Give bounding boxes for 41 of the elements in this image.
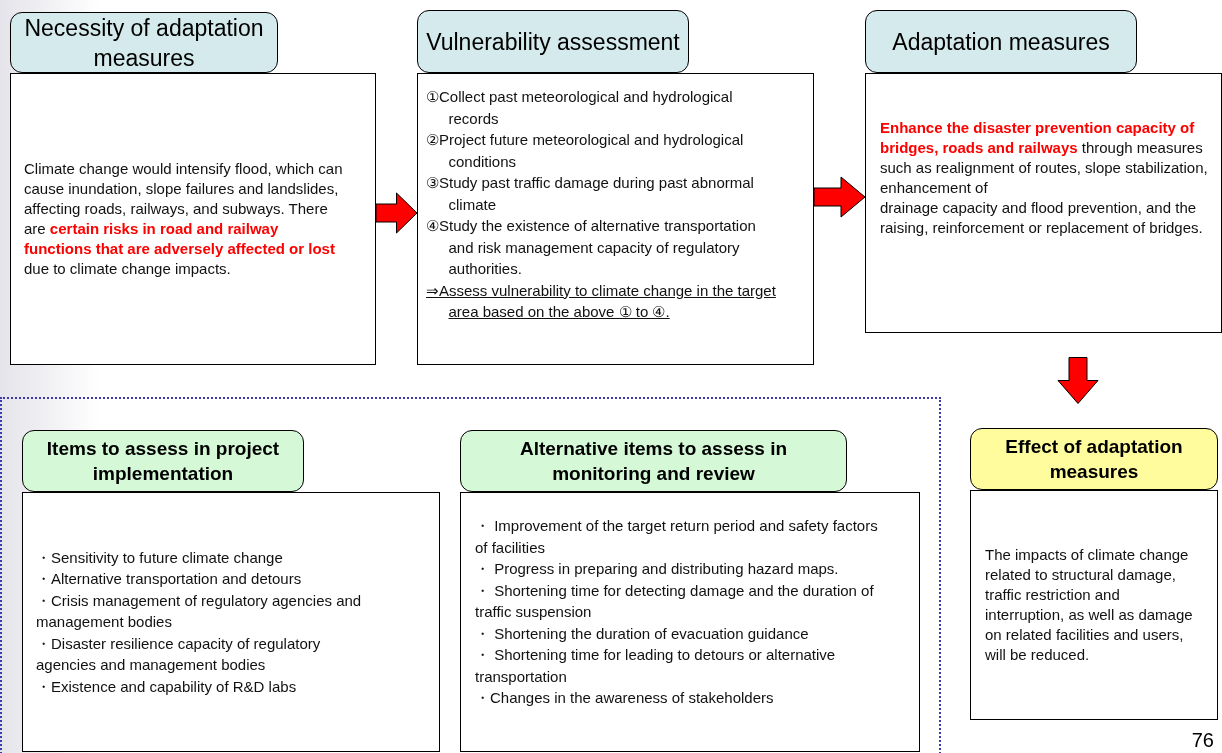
list-item: ①Collect past meteorological and hydrological records	[426, 87, 734, 129]
body-text: drainage capacity and flood prevention, and the raising, reinforcement or replacement of bridges.	[880, 198, 1204, 238]
body-text: The impacts of climate change related to structural damage, traffic restriction and interruption, as well as damage on related facilities and users, will be reduced.	[985, 545, 1194, 665]
heading-tab	[460, 430, 847, 492]
block-arrow	[375, 192, 418, 234]
list-item: ・ Shortening the duration of evacuation guidance	[475, 623, 810, 644]
text-box	[22, 492, 440, 752]
conclusion-text: ⇒Assess vulnerability to climate change in the target area based on the above ① to ④.	[426, 280, 777, 322]
section-heading: Necessity of adaptation measures	[23, 13, 265, 73]
block-arrow	[1057, 357, 1099, 404]
list-item: ④Study the existence of alternative transportation and risk management capacity of regulatory authorities.	[426, 216, 757, 279]
heading-tab	[417, 10, 689, 73]
text-box	[10, 73, 376, 365]
list-item: ・ Shortening time for detecting damage and the duration of traffic suspension	[475, 580, 875, 622]
list-item: ・Existence and capability of R&D labs	[36, 676, 298, 697]
list-item: ・ Shortening time for leading to detours or alternative transportation	[475, 645, 837, 687]
body-text: Climate change would intensify flood, which can cause inundation, slope failures and landslides, affecting roads, railways, and subways. There are certain risks in road and railway functions that are adversely affected or lost due to climate change impacts.	[24, 159, 344, 279]
list-item: ・Crisis management of regulatory agencies and management bodies	[36, 590, 363, 633]
text-box	[970, 490, 1218, 720]
text-box	[417, 73, 814, 365]
heading-tab	[970, 428, 1218, 490]
text-box	[865, 73, 1222, 333]
list-item: ③Study past traffic damage during past abnormal climate	[426, 173, 755, 215]
dotted-frame	[0, 397, 941, 753]
page-number: 76	[1191, 729, 1214, 751]
section-heading: Vulnerability assessment	[425, 27, 681, 57]
section-heading: Effect of adaptation measures	[1004, 435, 1184, 484]
list-item: ・Sensitivity to future climate change	[36, 547, 284, 568]
list-item: ・Alternative transportation and detours	[36, 569, 303, 590]
heading-tab	[865, 10, 1137, 73]
list-item: ・ Progress in preparing and distributing hazard maps.	[475, 559, 840, 579]
heading-tab	[22, 430, 304, 492]
section-heading: Items to assess in project implementation	[45, 437, 281, 486]
list-item: ・Changes in the awareness of stakeholders	[475, 688, 775, 708]
list-item: ・Disaster resilience capacity of regulatory agencies and management bodies	[36, 633, 322, 676]
block-arrow	[813, 176, 866, 218]
list-item: ②Project future meteorological and hydrological conditions	[426, 130, 745, 172]
list-item: ・ Improvement of the target return period and safety factors of facilities	[475, 516, 879, 558]
text-box	[460, 492, 920, 752]
section-heading: Alternative items to assess in monitoring and review	[518, 437, 789, 486]
section-heading: Adaptation measures	[891, 27, 1111, 57]
